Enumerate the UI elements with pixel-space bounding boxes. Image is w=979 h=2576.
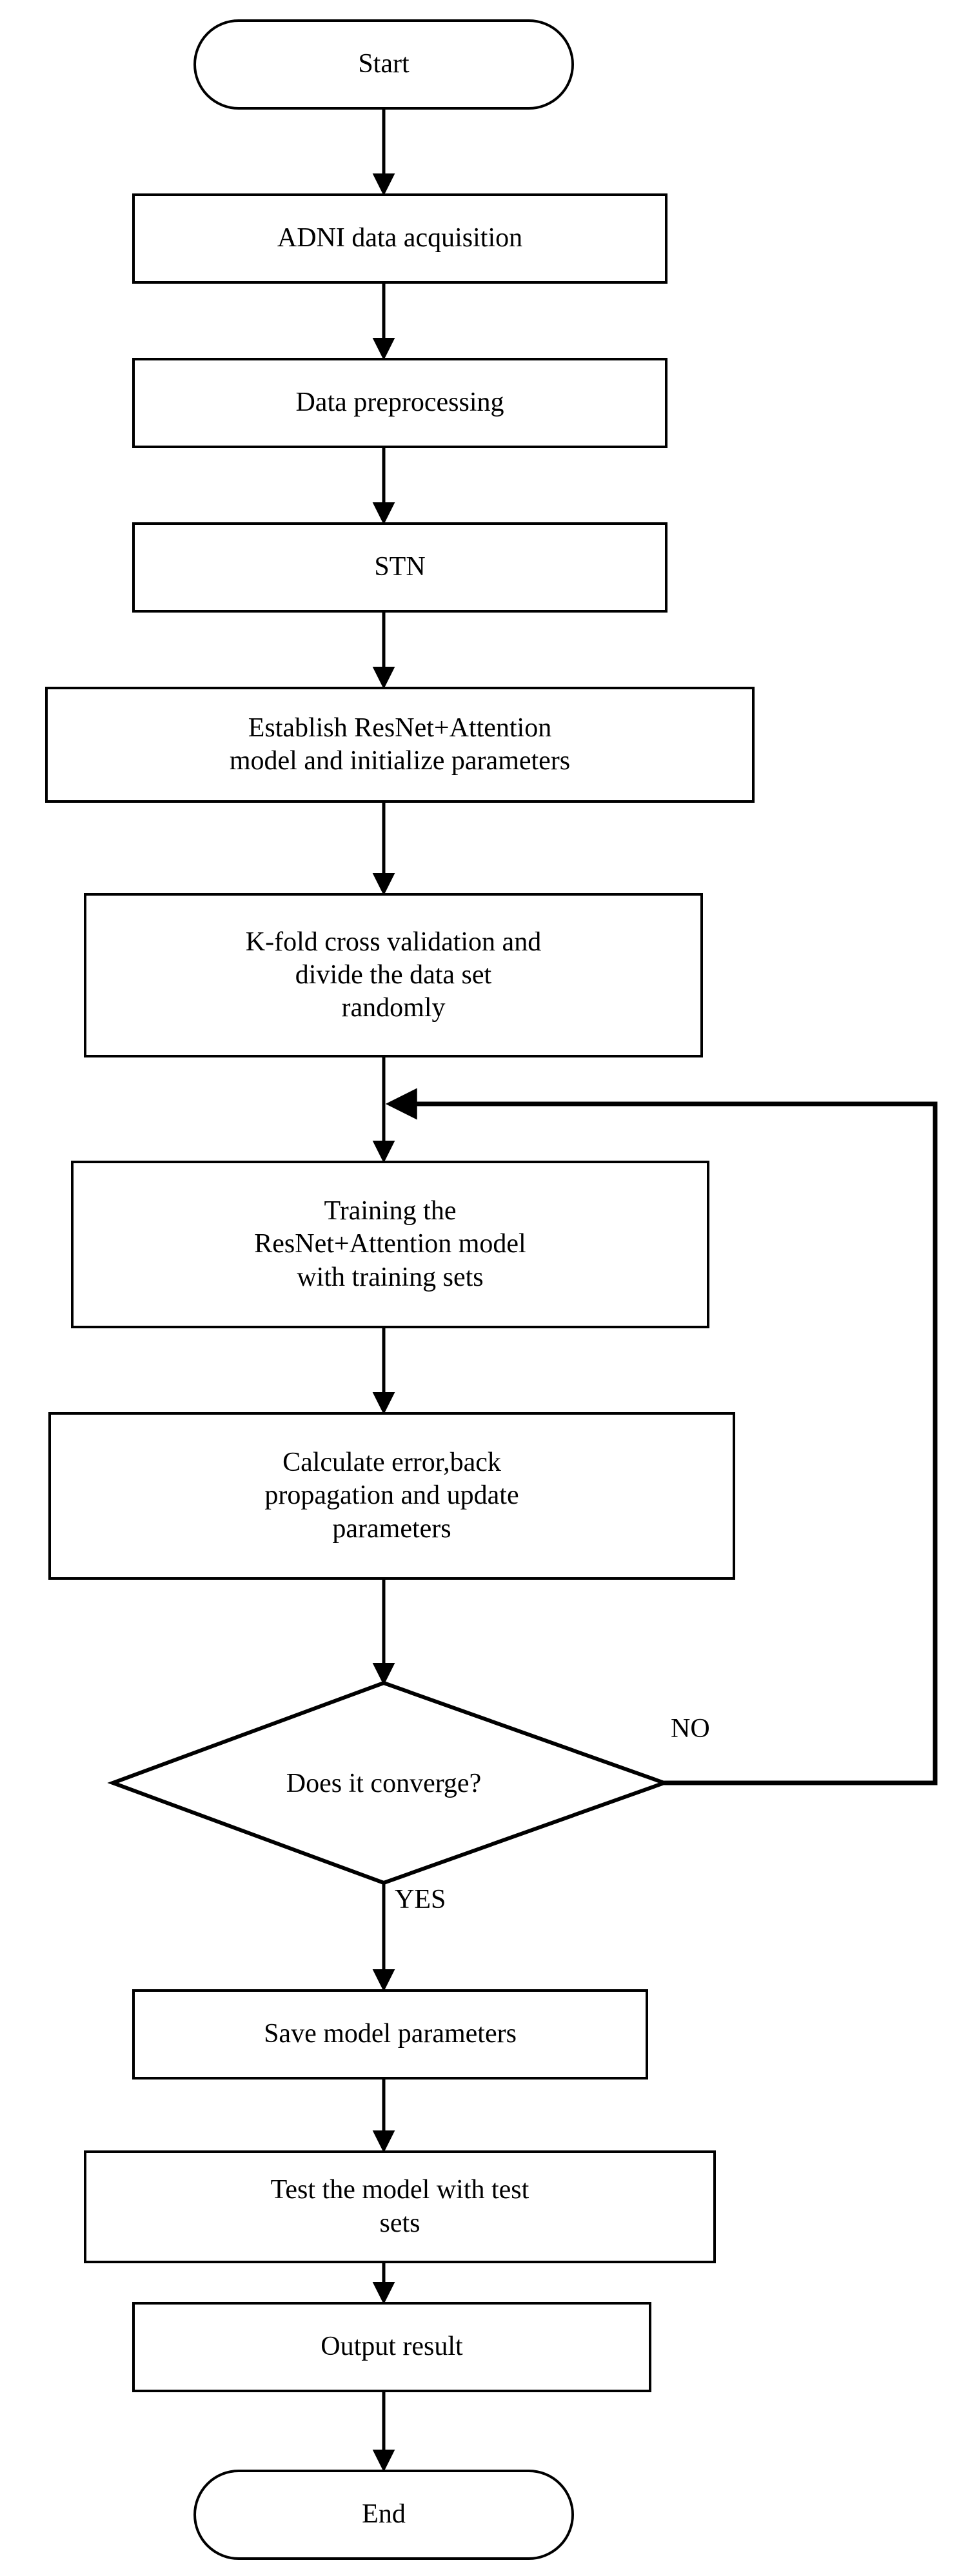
node-end-label: End (362, 2499, 406, 2530)
node-start-label: Start (358, 49, 410, 79)
node-output-result-label: Output result (321, 2332, 463, 2362)
node-test-model-label: Test the model with test sets (270, 2175, 529, 2238)
node-data-preprocessing-label: Data preprocessing (295, 388, 504, 418)
node-test-model[interactable]: Test the model with test sets (84, 2150, 716, 2263)
feedback-loop-no-path (385, 1088, 938, 1785)
node-kfold-cross-validation[interactable]: K-fold cross validation and divide the d… (84, 893, 703, 1057)
node-adni-data-acquisition-label: ADNI data acquisition (277, 223, 523, 253)
node-decision-converge-label: Does it converge? (286, 1769, 482, 1798)
node-establish-model-label: Establish ResNet+Attention model and ini… (229, 713, 571, 776)
node-save-model-parameters[interactable]: Save model parameters (132, 1989, 648, 2079)
node-establish-model[interactable]: Establish ResNet+Attention model and ini… (45, 687, 755, 803)
node-calculate-error-backprop[interactable]: Calculate error,back propagation and upd… (48, 1412, 735, 1580)
node-output-result[interactable]: Output result (132, 2302, 651, 2392)
node-end[interactable]: End (193, 2470, 574, 2560)
edge-label-no: NO (671, 1714, 710, 1744)
node-calculate-error-backprop-label: Calculate error,back propagation and upd… (264, 1448, 519, 1544)
node-adni-data-acquisition[interactable]: ADNI data acquisition (132, 193, 668, 284)
node-stn[interactable]: STN (132, 522, 668, 613)
decision-diamond-shape (107, 1680, 670, 1885)
node-save-model-parameters-label: Save model parameters (264, 2019, 517, 2049)
node-training-model[interactable]: Training the ResNet+Attention model with… (71, 1161, 709, 1328)
node-kfold-cross-validation-label: K-fold cross validation and divide the d… (245, 927, 542, 1023)
node-stn-label: STN (374, 552, 426, 582)
node-data-preprocessing[interactable]: Data preprocessing (132, 358, 668, 448)
node-start[interactable]: Start (193, 19, 574, 110)
edge-label-yes: YES (395, 1885, 446, 1914)
node-decision-converge[interactable]: Does it converge? (158, 1754, 609, 1813)
node-training-model-label: Training the ResNet+Attention model with… (254, 1196, 526, 1292)
